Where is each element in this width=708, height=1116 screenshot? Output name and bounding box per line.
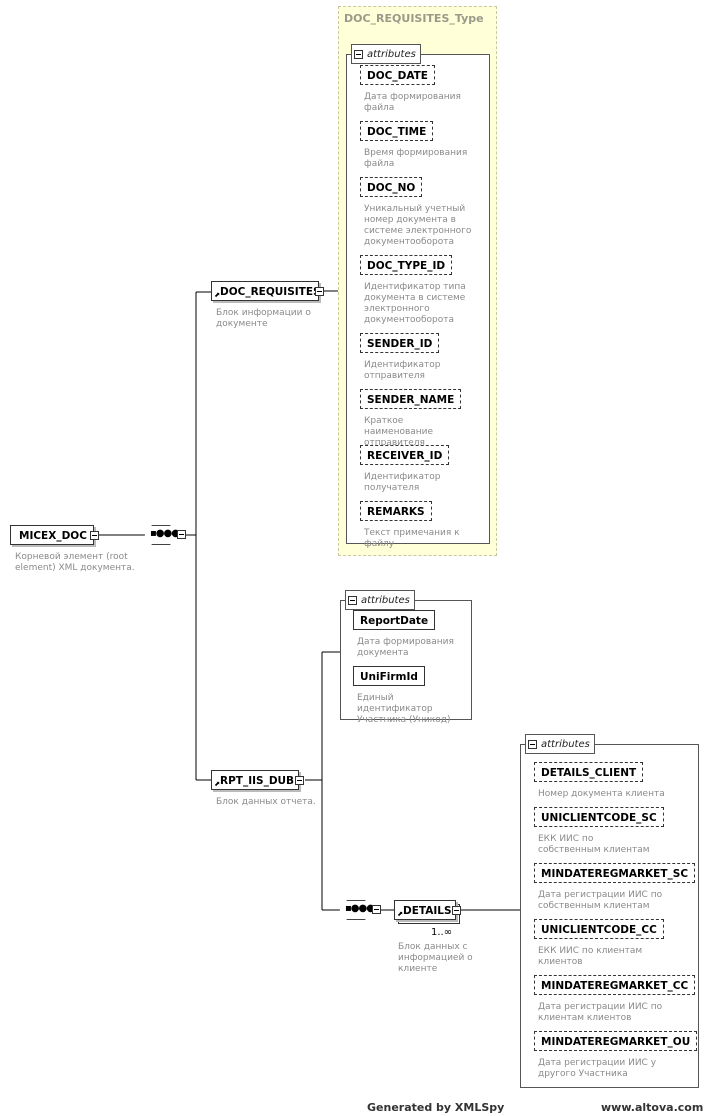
- attr-sender-name[interactable]: SENDER_NAME: [360, 389, 462, 409]
- collapse-icon[interactable]: [348, 595, 357, 605]
- altova-link[interactable]: www.altova.com: [601, 1101, 704, 1114]
- root-element-desc: Корневой элемент (root element) XML доку…: [15, 552, 135, 573]
- collapse-icon[interactable]: [295, 776, 304, 785]
- attributes-header[interactable]: attributes: [351, 44, 421, 64]
- attr-remarks[interactable]: REMARKS: [360, 501, 432, 521]
- details-attributes-panel: attributes: [520, 734, 699, 1088]
- generated-by-text: Generated by XMLSpy: [367, 1101, 505, 1114]
- attr-uni-firm-id[interactable]: UniFirmId: [353, 666, 425, 686]
- attr-mindateregmarket-cc-desc: Дата регистрации ИИС по клиентам клиенто…: [538, 1002, 663, 1023]
- attributes-label: attributes: [541, 738, 590, 750]
- attr-doc-time-desc: Время формирования файла: [364, 148, 468, 169]
- type-title: DOC_REQUISITES_Type: [344, 12, 484, 25]
- collapse-icon[interactable]: [452, 906, 461, 915]
- collapse-icon[interactable]: [90, 531, 99, 540]
- reference-arrow-icon: ⬈: [397, 910, 403, 918]
- element-rpt-iis-dub-desc: Блок данных отчета.: [216, 797, 316, 807]
- attr-sender-id-desc: Идентификатор отправителя: [364, 360, 441, 381]
- sequence-icon: ▪●●●▪: [150, 528, 186, 539]
- root-element-label: MICEX_DOC: [19, 530, 87, 542]
- attr-uni-firm-id-desc: Единый идентификатор Участника (Уникод): [357, 693, 451, 725]
- attr-mindateregmarket-ou-desc: Дата регистрации ИИС у другого Участника: [538, 1058, 657, 1079]
- attr-doc-date[interactable]: DOC_DATE: [360, 65, 435, 85]
- attributes-header[interactable]: attributes: [525, 734, 595, 754]
- collapse-icon[interactable]: [315, 287, 324, 296]
- attr-mindateregmarket-cc[interactable]: MINDATEREGMARKET_CC: [534, 975, 696, 995]
- root-element-micex-doc[interactable]: MICEX_DOC: [10, 525, 99, 545]
- attr-mindateregmarket-sc-desc: Дата регистрации ИИС по собственным клие…: [538, 890, 663, 911]
- sequence-icon: ▪●●●▪: [345, 903, 381, 914]
- attr-uniclientcode-cc[interactable]: UNICLIENTCODE_CC: [534, 919, 664, 939]
- attributes-header[interactable]: attributes: [345, 590, 415, 610]
- attributes-label: attributes: [367, 48, 416, 60]
- attr-mindateregmarket-ou[interactable]: MINDATEREGMARKET_OU: [534, 1031, 698, 1051]
- attributes-label: attributes: [361, 594, 410, 606]
- attr-receiver-id[interactable]: RECEIVER_ID: [360, 445, 450, 465]
- attr-sender-name-desc: Краткое наименование отправителя: [364, 416, 434, 448]
- element-doc-requisites-desc: Блок информации о документе: [216, 308, 311, 329]
- attr-details-client[interactable]: DETAILS_CLIENT: [534, 762, 644, 782]
- attr-sender-id[interactable]: SENDER_ID: [360, 333, 440, 353]
- attr-doc-no[interactable]: DOC_NO: [360, 177, 423, 197]
- attr-details-client-desc: Номер документа клиента: [538, 789, 665, 799]
- element-label: DETAILS: [403, 905, 452, 917]
- attr-remarks-desc: Текст примечания к файлу: [364, 528, 460, 549]
- attr-doc-no-desc: Уникальный учетный номер документа в сис…: [364, 204, 472, 247]
- collapse-icon[interactable]: [177, 530, 186, 539]
- cardinality-label: 1..∞: [431, 927, 453, 938]
- attr-uniclientcode-cc-desc: ЕКК ИИС по клиентам клиентов: [538, 946, 643, 967]
- reference-arrow-icon: ⬈: [214, 291, 220, 299]
- collapse-icon[interactable]: [528, 739, 537, 749]
- element-label: RPT_IIS_DUB: [220, 775, 295, 787]
- collapse-icon[interactable]: [354, 49, 363, 59]
- element-rpt-iis-dub[interactable]: ⬈ RPT_IIS_DUB: [211, 770, 304, 790]
- reference-arrow-icon: ⬈: [214, 780, 220, 788]
- collapse-icon[interactable]: [372, 905, 381, 914]
- attr-report-date-desc: Дата формирования документа: [357, 637, 454, 658]
- attr-mindateregmarket-sc[interactable]: MINDATEREGMARKET_SC: [534, 863, 696, 883]
- element-doc-requisites[interactable]: ⬈ DOC_REQUISITES: [211, 281, 324, 301]
- attr-uniclientcode-sc[interactable]: UNICLIENTCODE_SC: [534, 807, 664, 827]
- attr-doc-type-id-desc: Идентификатор типа документа в системе э…: [364, 282, 466, 325]
- element-details-desc: Блок данных с информацией о клиенте: [398, 942, 473, 974]
- attr-doc-date-desc: Дата формирования файла: [364, 92, 461, 113]
- attr-receiver-id-desc: Идентификатор получателя: [364, 472, 441, 493]
- attr-report-date[interactable]: ReportDate: [353, 610, 436, 630]
- element-details[interactable]: ⬈ DETAILS: [394, 900, 461, 920]
- attr-doc-time[interactable]: DOC_TIME: [360, 121, 434, 141]
- attr-doc-type-id[interactable]: DOC_TYPE_ID: [360, 255, 453, 275]
- element-label: DOC_REQUISITES: [220, 286, 321, 298]
- attr-uniclientcode-sc-desc: ЕКК ИИС по собственным клиентам: [538, 834, 650, 855]
